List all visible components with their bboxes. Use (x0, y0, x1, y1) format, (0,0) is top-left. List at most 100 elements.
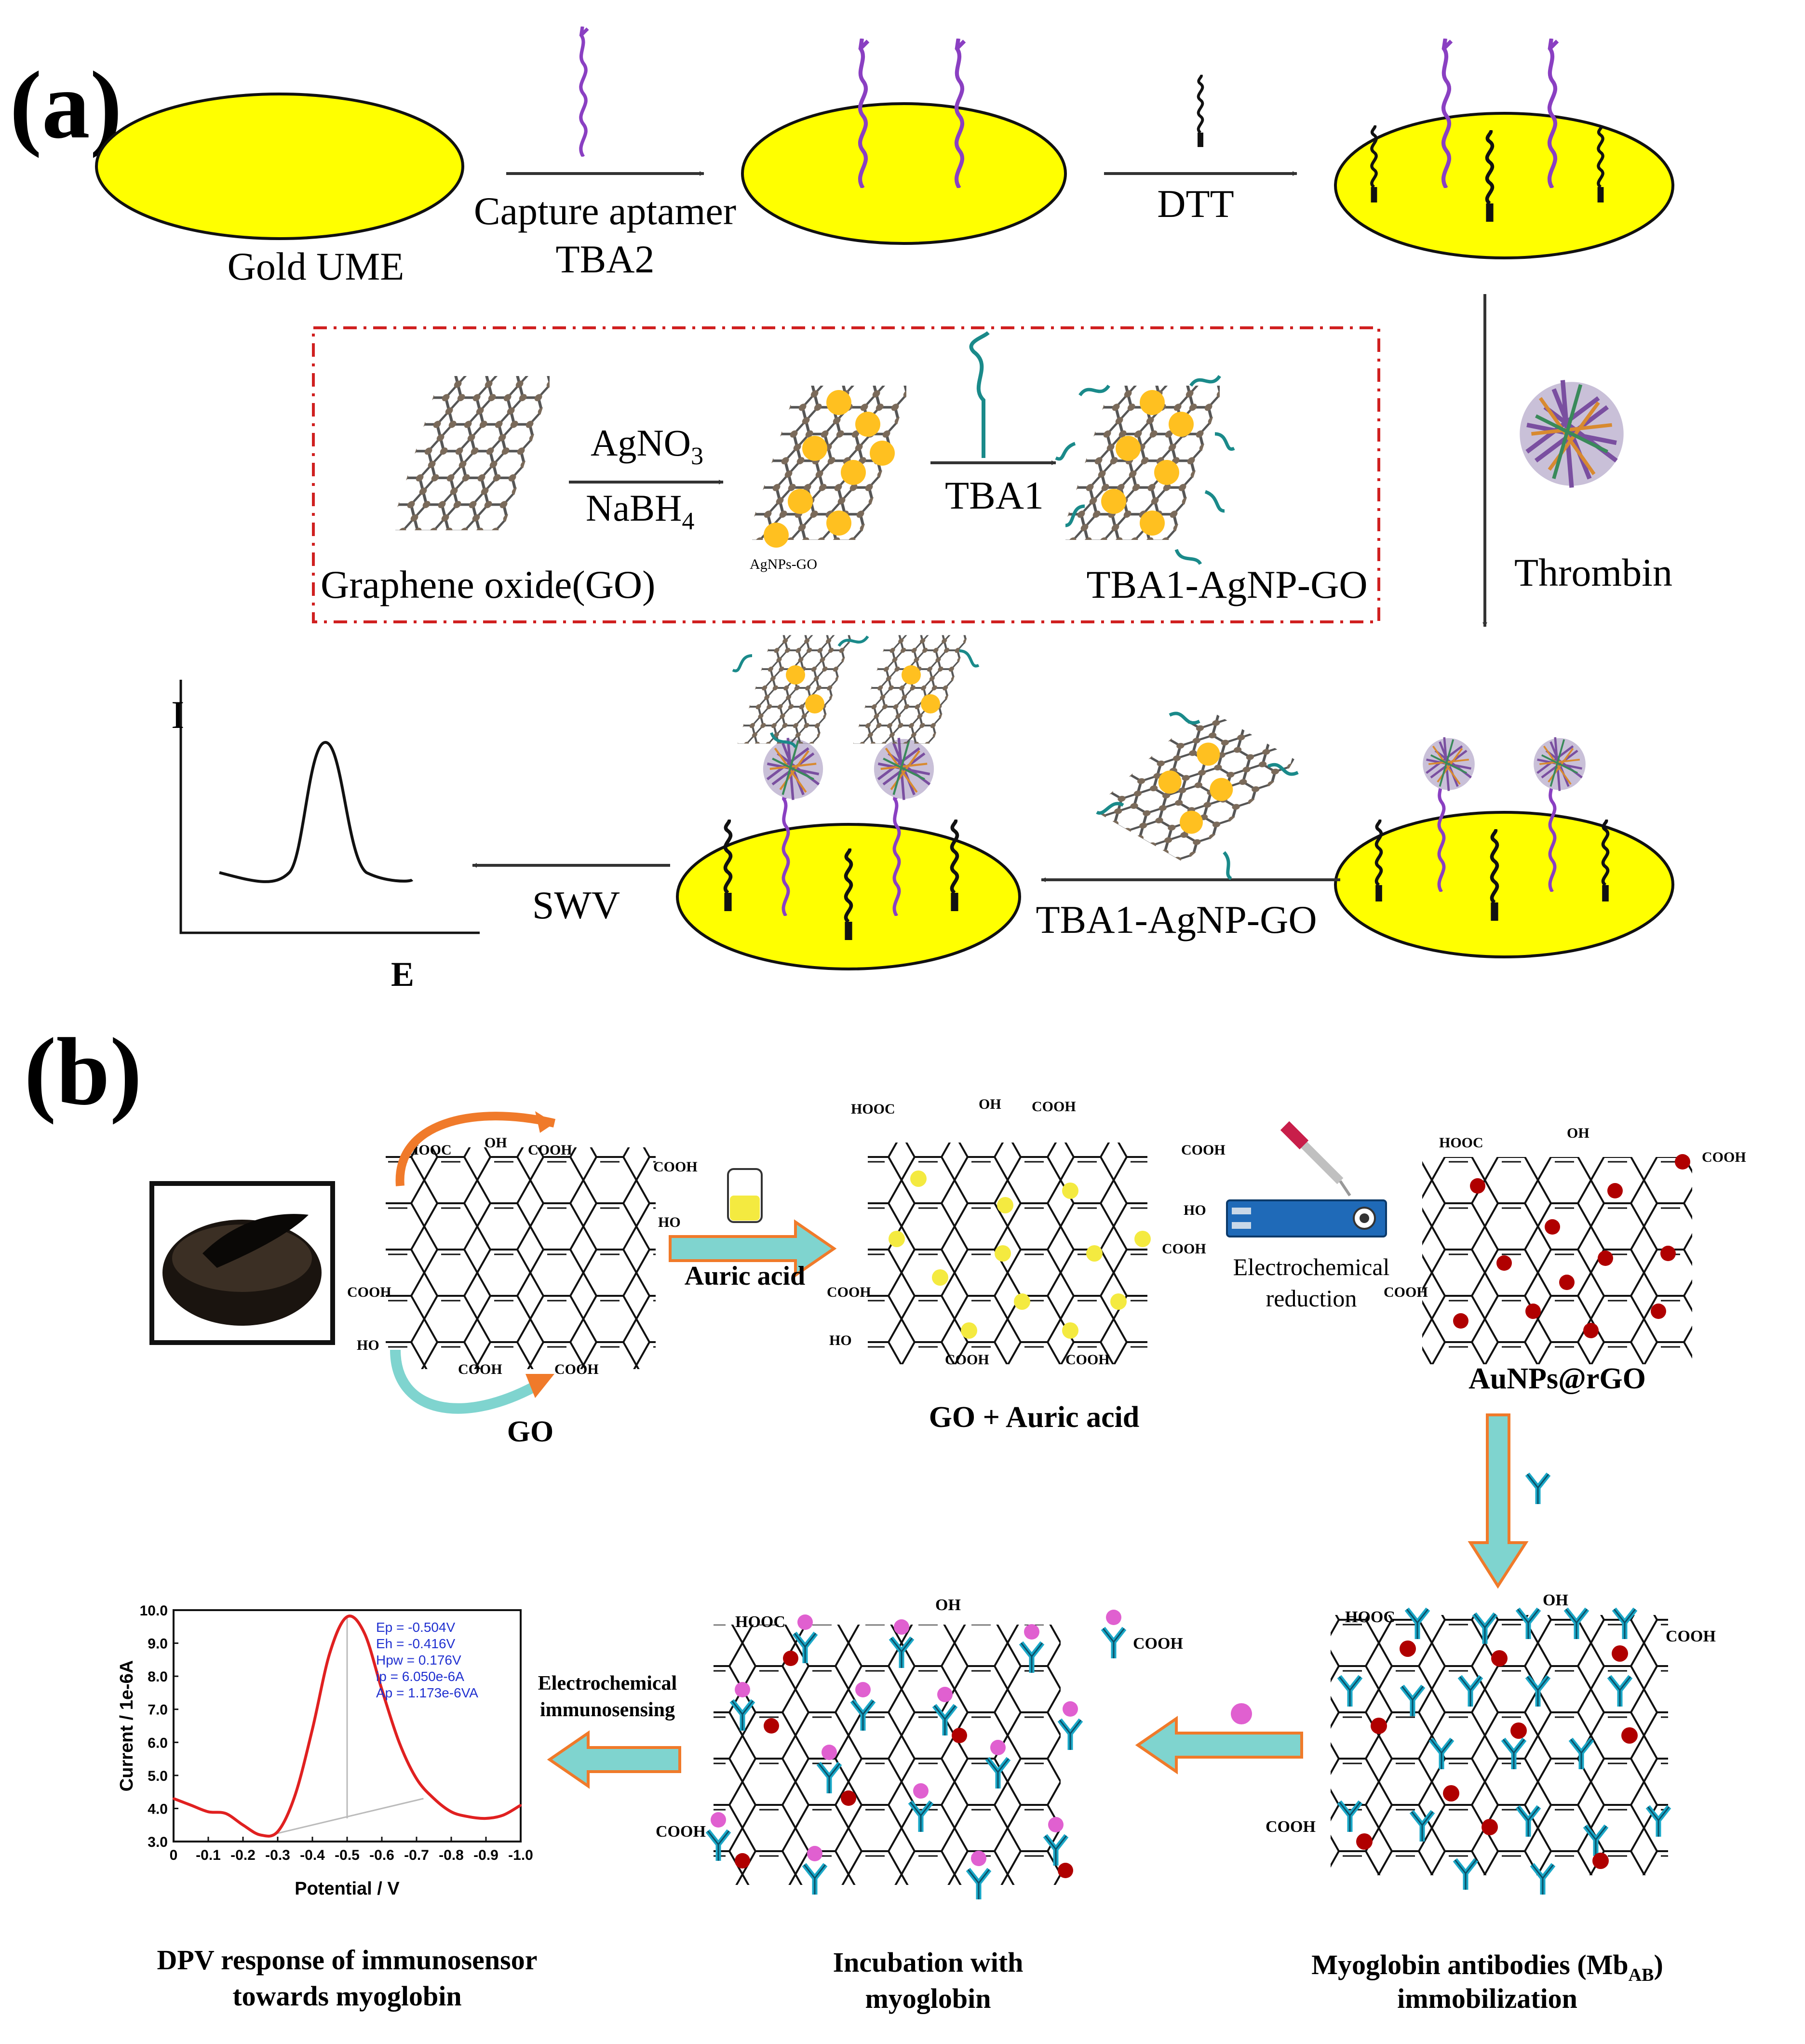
thrombin-molecule-icon (1520, 380, 1623, 488)
group-label: COOH (554, 1361, 599, 1377)
group-label: HOOC (735, 1613, 785, 1631)
axis-i-label: I (171, 693, 184, 737)
antibody-caption-line2: immobilization (1397, 1983, 1577, 2014)
dpv-series-line (173, 1614, 522, 1838)
dpv-data-point (294, 1794, 296, 1796)
screen-printed-electrode-icon (1226, 1199, 1387, 1237)
dpv-x-tick-label: -0.4 (300, 1847, 325, 1863)
aunps-rgo-label: AuNPs@rGO (1468, 1362, 1646, 1395)
dpv-x-tick-label: -0.8 (439, 1847, 464, 1863)
panel-b: (b) HOOC OH COOH COOH HO COOH HO COOH CO… (24, 1019, 1746, 2014)
tba1-agnp-go-label: TBA1-AgNP-GO (1086, 563, 1367, 606)
swv-label: SWV (532, 883, 620, 927)
agno3-label: AgNO3 (591, 422, 703, 470)
dpv-data-point (502, 1814, 504, 1816)
incubated-structure: HOOC OH COOH COOH (656, 1596, 1183, 1899)
group-label: OH (979, 1096, 1001, 1112)
dpv-x-axis-label: Potential / V (295, 1879, 400, 1899)
dtt-spacer-icon (1198, 75, 1203, 147)
dpv-x-tick-label: -0.6 (369, 1847, 394, 1863)
group-label: OH (1567, 1125, 1589, 1141)
dpv-y-axis-label: Current / 1e-6A (117, 1660, 137, 1791)
myoglobin-incubation-arrow (1135, 1716, 1303, 1775)
gold-ume-electrode (95, 93, 464, 240)
capture-aptamer-label: Capture aptamer (474, 189, 736, 233)
go-lattice (386, 1147, 656, 1369)
go-auric-acid-structure: HOOC OH COOH COOH HO COOH COOH HO COOH C… (827, 1096, 1226, 1368)
group-label: COOH (656, 1823, 706, 1841)
dpv-data-point (259, 1834, 261, 1836)
antibody-caption-line1: Myoglobin antibodies (MbAB) (1311, 1949, 1663, 1985)
dpv-data-point (450, 1811, 452, 1813)
immunosensing-arrow (547, 1730, 681, 1789)
auric-acid-vial-icon (727, 1168, 763, 1223)
group-label: COOH (827, 1284, 871, 1300)
rgo-lattice (714, 1625, 1061, 1885)
group-label: COOH (1065, 1352, 1110, 1368)
tba1-aptamer-icon (969, 331, 990, 458)
group-label: COOH (347, 1284, 391, 1300)
auric-acid-label: Auric acid (685, 1261, 805, 1291)
dpv-annotation: Ep = -0.504V (376, 1620, 456, 1635)
graphene-oxide-label: Graphene oxide(GO) (321, 563, 655, 606)
auric-acid-arrow (669, 1219, 837, 1278)
dpv-y-tick-label: 5.0 (148, 1768, 168, 1784)
go-curved-arrow-bottom (390, 1349, 543, 1414)
tba2-label: TBA2 (556, 237, 655, 281)
dpv-x-tick-label: -0.9 (473, 1847, 498, 1863)
myoglobin-icon (1231, 1703, 1252, 1724)
go-curved-arrow-top (395, 1112, 556, 1186)
group-label: COOH (1162, 1241, 1206, 1257)
group-label: COOH (1181, 1142, 1226, 1158)
dpv-data-point (485, 1817, 487, 1819)
axis-e-label: E (391, 955, 414, 994)
dpv-data-point (329, 1652, 331, 1654)
group-label: COOH (945, 1352, 989, 1368)
group-label: OH (1543, 1591, 1568, 1609)
rgo-lattice (1422, 1157, 1692, 1364)
dpv-x-tick-label: -0.1 (196, 1847, 221, 1863)
inset-synthesis-box (312, 326, 1380, 623)
dpv-x-tick-label: -1.0 (508, 1847, 533, 1863)
dpv-data-point (207, 1811, 209, 1813)
electrochemical-reduction-label-1: Electrochemical (1233, 1253, 1390, 1280)
dpv-annotation: Hpw = 0.176V (376, 1653, 461, 1667)
go-auric-acid-label: GO + Auric acid (929, 1401, 1140, 1434)
dpv-caption-line2: towards myoglobin (232, 1980, 461, 2012)
dpv-data-point (346, 1615, 348, 1618)
group-label: COOH (1032, 1099, 1076, 1115)
dpv-data-point (364, 1632, 365, 1634)
dpv-data-point (520, 1804, 522, 1806)
dtt-label: DTT (1157, 182, 1234, 226)
dpv-data-point (311, 1728, 313, 1730)
gold-ume-label: Gold UME (228, 244, 404, 288)
tba1-agnp-go-probe-icon (1094, 684, 1299, 887)
thrombin-molecule-icon (874, 738, 934, 800)
tba1-label: TBA1 (945, 473, 1044, 517)
panel-b-label: (b) (24, 1019, 142, 1125)
agnps-go-caption: AgNPs-GO (750, 556, 817, 572)
dpv-data-point (277, 1830, 279, 1833)
go-label: GO (507, 1415, 553, 1448)
group-label: HOOC (1345, 1608, 1395, 1626)
dpv-data-points (173, 1615, 522, 1836)
group-label: COOH (1266, 1818, 1316, 1836)
thrombin-molecule-icon (1534, 737, 1586, 791)
dpv-y-ticks: 3.04.05.06.07.08.09.010.0 (140, 1603, 178, 1850)
swv-plot: I E (171, 680, 480, 994)
dpv-data-point (468, 1815, 470, 1818)
electrode-with-aptamer-and-dtt (1334, 112, 1674, 259)
group-label: COOH (458, 1361, 502, 1377)
dpv-data-point (433, 1797, 435, 1800)
dpv-data-point (173, 1797, 175, 1800)
dpv-y-tick-label: 9.0 (148, 1636, 168, 1652)
group-label: COOH (1666, 1627, 1716, 1645)
go-curved-arrow-bottom-head (525, 1374, 554, 1398)
electrode-with-thrombin (1334, 811, 1674, 958)
go-curved-arrow-top-head (535, 1111, 554, 1133)
thrombin-label: Thrombin (1514, 551, 1672, 594)
antibody-immobilization-arrow (1468, 1413, 1529, 1589)
dpv-annotation: Ap = 1.173e-6VA (376, 1685, 478, 1700)
swv-plot-axes (179, 680, 480, 934)
dpv-x-tick-label: -0.7 (404, 1847, 429, 1863)
